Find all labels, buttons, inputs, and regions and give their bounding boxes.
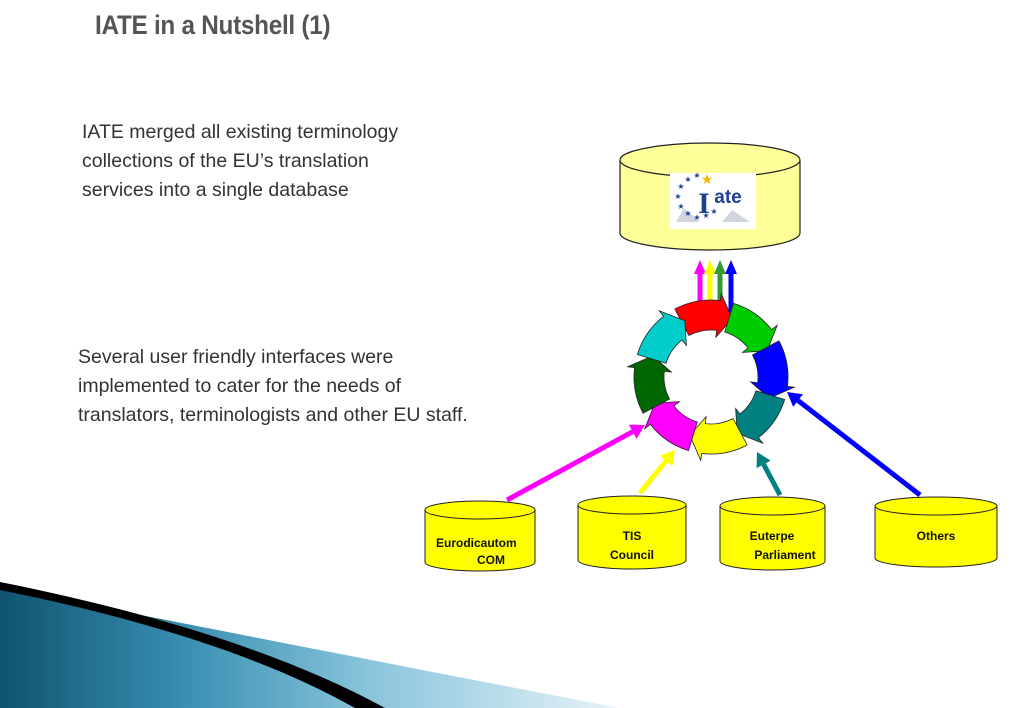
source-label-line1: Eurodicautom (436, 536, 517, 550)
source-arrow-tis (638, 450, 675, 495)
source-arrow-shaft (638, 459, 669, 495)
paragraph-line: Several user friendly interfaces were (78, 346, 394, 368)
source-cylinder-others: Others (874, 496, 998, 568)
source-arrow-euterpe (756, 452, 783, 497)
up-arrow-shaft (717, 272, 723, 320)
paragraph-line: implemented to cater for the needs of (78, 375, 402, 397)
up-arrow-head (714, 260, 726, 274)
up-arrow-head (694, 260, 706, 274)
slide-title: IATE in a Nutshell (1) (95, 10, 331, 40)
source-label-line1: Euterpe (750, 529, 795, 543)
svg-text:★: ★ (677, 202, 684, 211)
source-cylinder-tis: TIS Council (577, 495, 687, 570)
svg-text:★: ★ (693, 213, 700, 222)
source-label-line2: Parliament (754, 548, 815, 562)
source-label-line2: Council (610, 548, 654, 562)
logo-star-gold: ★ (701, 172, 714, 188)
svg-text:★: ★ (677, 182, 684, 191)
source-cylinder-top (424, 500, 536, 520)
swoosh-band (0, 588, 620, 708)
source-cylinder-body (874, 506, 998, 568)
source-arrow-shaft (505, 429, 634, 503)
iate-database-cylinder: ★★★ ★★★ ★★★ ★ I ate (619, 142, 801, 251)
up-arrow-shaft (697, 272, 703, 320)
svg-text:★: ★ (702, 211, 709, 220)
up-arrow-shaft (707, 272, 713, 320)
source-cylinder-top (577, 495, 687, 515)
circular-arrow-ring (626, 292, 796, 462)
cycle-arrow-segment (643, 401, 698, 452)
source-arrow-head (787, 392, 803, 407)
paragraph-line: services into a single database (82, 179, 349, 201)
paragraph-line: collections of the EU’s translation (82, 150, 369, 172)
source-arrow-shaft (796, 398, 922, 497)
source-arrow-others (787, 392, 922, 497)
source-label-line1: TIS (623, 529, 642, 543)
swoosh-dark-line (0, 582, 385, 708)
up-arrow (725, 260, 737, 320)
source-cylinder-top (874, 496, 998, 516)
paragraph-line: IATE merged all existing terminology (82, 121, 399, 143)
up-arrow-shaft (728, 272, 734, 320)
up-arrow (694, 260, 706, 320)
source-arrow-head (628, 424, 645, 439)
source-arrow-head (659, 450, 675, 466)
svg-text:★: ★ (684, 175, 691, 184)
decorative-swoosh (0, 582, 620, 708)
up-arrow-head (725, 260, 737, 274)
source-cylinder-body (719, 506, 826, 571)
paragraph-merged-collections: IATE merged all existing terminology col… (82, 118, 462, 205)
source-cylinder-top (719, 496, 826, 516)
up-arrow-head (704, 260, 716, 274)
svg-text:★: ★ (693, 171, 700, 180)
source-arrow-shaft (761, 463, 783, 497)
logo-i-letter: I (698, 187, 710, 220)
up-arrow (704, 260, 716, 320)
paragraph-user-interfaces: Several user friendly interfaces were im… (78, 343, 538, 430)
svg-text:★: ★ (710, 207, 717, 216)
paragraph-line: translators, terminologists and other EU… (78, 404, 468, 426)
svg-text:★: ★ (674, 192, 681, 201)
source-cylinder-body (577, 505, 687, 570)
source-arrow-head (756, 452, 771, 469)
eu-stars: ★★★ ★★★ ★★★ (674, 171, 717, 222)
cycle-arrow-segment (735, 390, 786, 445)
logo-ate-text: ate (714, 187, 741, 208)
source-cylinder-body (424, 510, 536, 572)
source-label-line1: Others (917, 529, 956, 543)
iate-logo: ★★★ ★★★ ★★★ ★ I ate (670, 171, 756, 229)
source-arrow-eurodicautom (505, 424, 645, 503)
cycle-arrow-segment (636, 309, 687, 364)
cycle-arrow-segment (724, 302, 779, 353)
svg-text:★: ★ (684, 209, 691, 218)
source-arrows (505, 392, 922, 503)
source-label-line2: COM (477, 553, 505, 567)
up-arrow (714, 260, 726, 320)
upward-arrows (694, 260, 737, 320)
